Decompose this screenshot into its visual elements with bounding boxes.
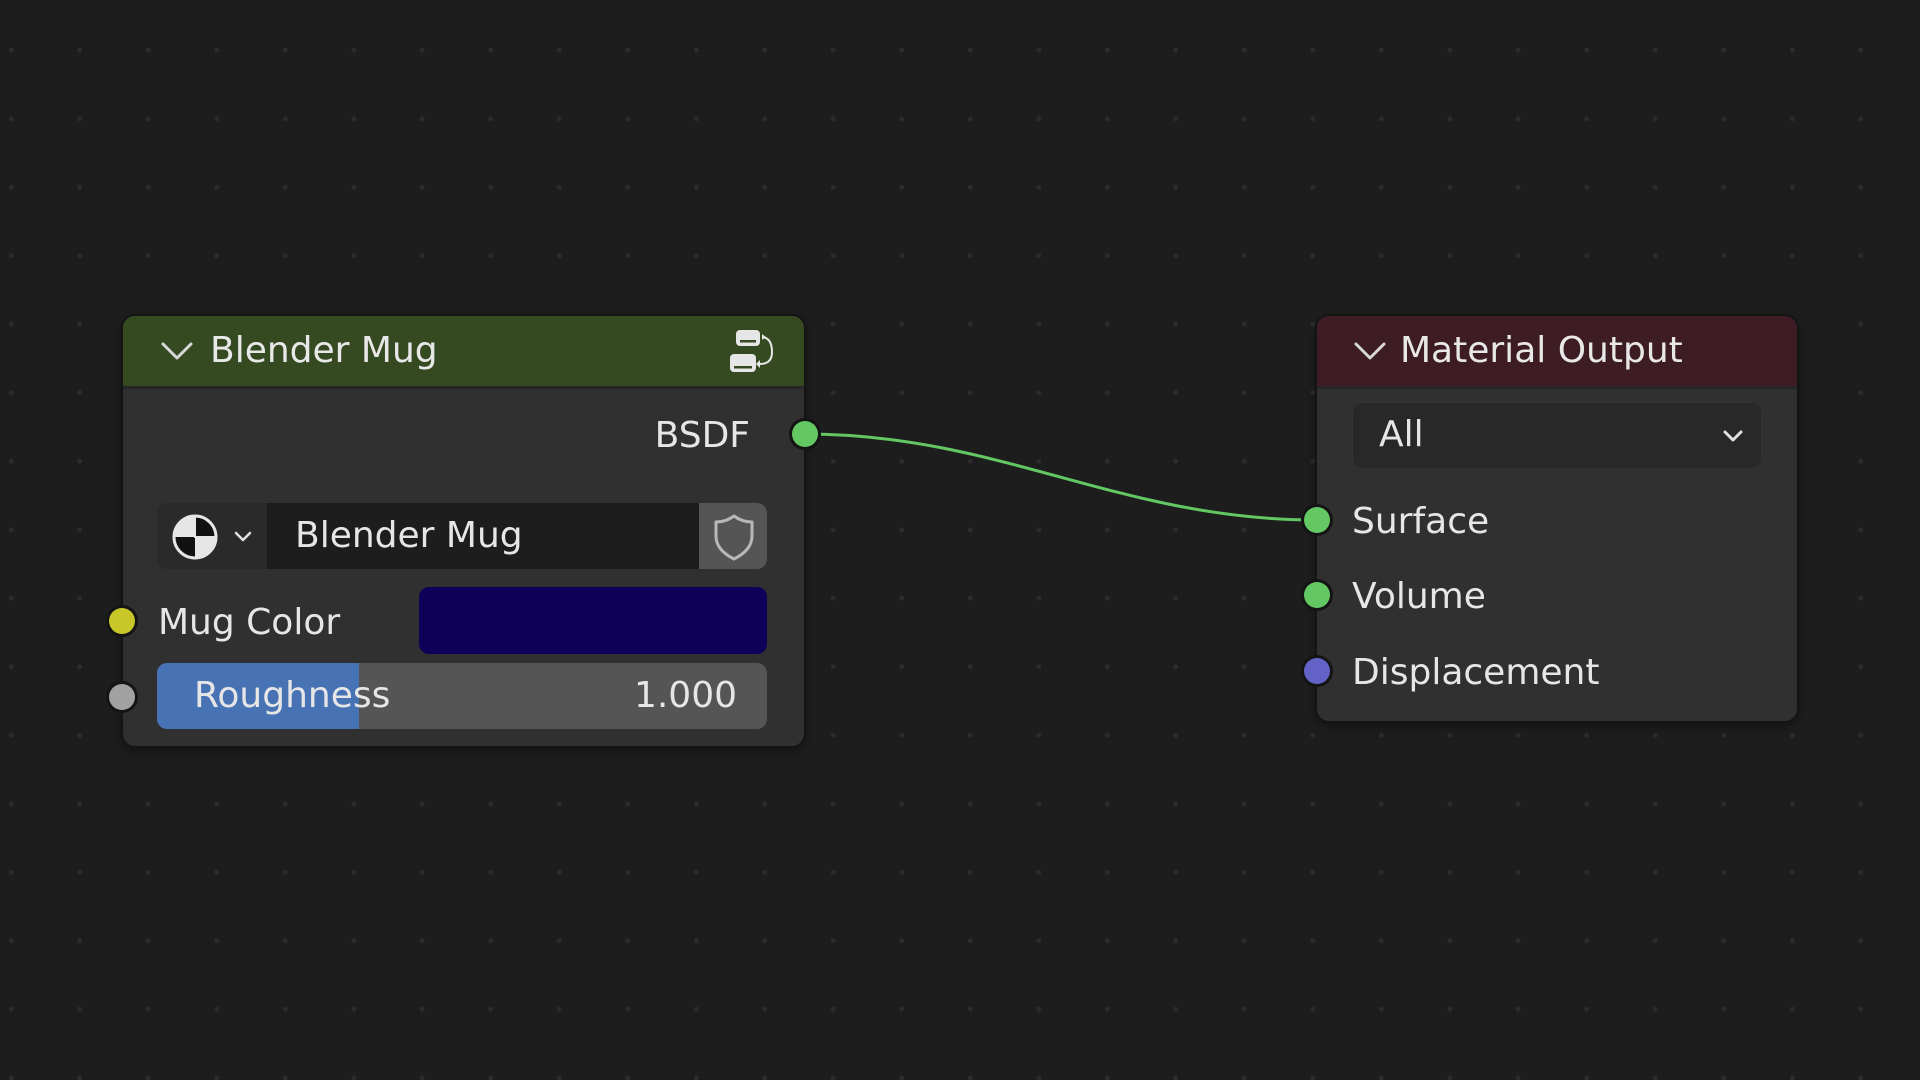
- collapse-chevron-icon[interactable]: [1353, 341, 1387, 361]
- material-browse-button[interactable]: [157, 503, 268, 569]
- socket-surface-input[interactable]: [1304, 507, 1330, 533]
- input-label-mug-color: Mug Color: [158, 602, 341, 643]
- target-dropdown-value: All: [1379, 414, 1424, 455]
- input-label-displacement: Displacement: [1352, 652, 1600, 693]
- socket-mug-color-input[interactable]: [109, 608, 135, 634]
- socket-bsdf-output[interactable]: [792, 421, 818, 447]
- group-node-header[interactable]: Blender Mug: [123, 316, 804, 389]
- socket-roughness-input[interactable]: [109, 684, 135, 710]
- input-label-volume: Volume: [1352, 576, 1486, 617]
- material-output-title: Material Output: [1400, 330, 1683, 371]
- input-label-surface: Surface: [1352, 501, 1490, 542]
- fake-user-button[interactable]: [699, 503, 767, 569]
- group-node-blender-mug[interactable]: Blender Mug BSDF Bl: [109, 316, 818, 746]
- material-name-text: Blender Mug: [295, 515, 523, 556]
- roughness-slider-fill: [157, 663, 359, 729]
- socket-volume-input[interactable]: [1304, 582, 1330, 608]
- roughness-slider[interactable]: Roughness 1.000: [157, 663, 767, 729]
- material-output-node[interactable]: Material Output All Surface Volume Displ…: [1304, 316, 1797, 721]
- material-datablock-selector[interactable]: Blender Mug: [157, 503, 767, 569]
- chevron-down-icon: [234, 531, 252, 542]
- mug-color-swatch[interactable]: [419, 587, 767, 654]
- socket-displacement-input[interactable]: [1304, 658, 1330, 684]
- shield-icon: [714, 514, 754, 561]
- material-output-header[interactable]: Material Output: [1317, 316, 1797, 389]
- target-dropdown[interactable]: All: [1352, 402, 1762, 469]
- chevron-down-icon: [1723, 430, 1743, 442]
- roughness-value: 1.000: [633, 675, 737, 716]
- node-tree-icon[interactable]: [728, 328, 778, 376]
- roughness-label: Roughness: [194, 675, 391, 716]
- collapse-chevron-icon[interactable]: [160, 341, 194, 361]
- material-icon: [172, 514, 218, 560]
- material-name-field[interactable]: Blender Mug: [267, 503, 699, 569]
- output-label-bsdf: BSDF: [654, 415, 750, 456]
- group-node-title: Blender Mug: [210, 330, 438, 371]
